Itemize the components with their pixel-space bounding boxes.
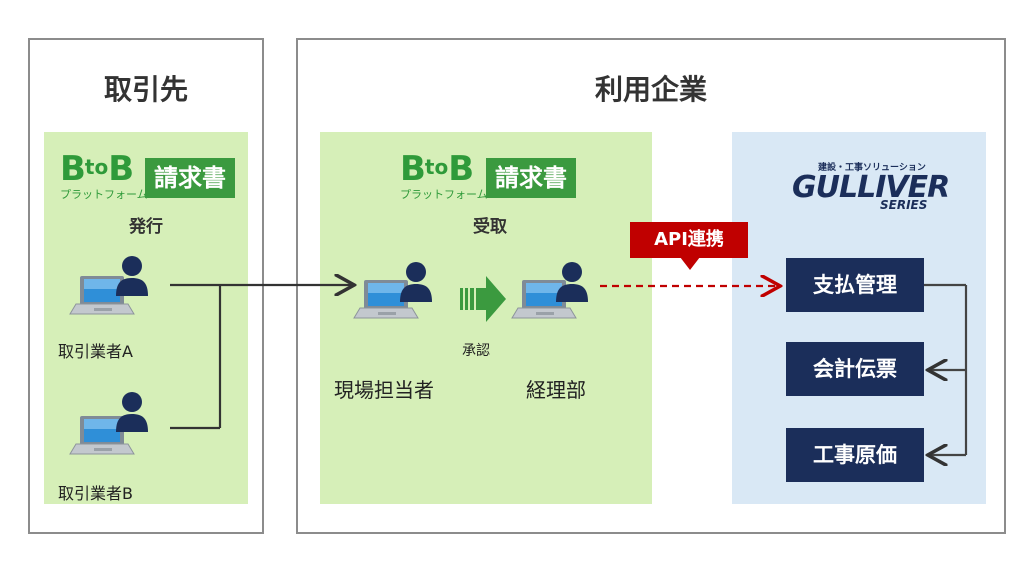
api-badge: API連携 — [630, 222, 748, 258]
gulliver-name: GULLIVER — [792, 170, 950, 205]
api-badge-pointer — [680, 257, 700, 270]
company-panel-title: 利用企業 — [594, 73, 707, 106]
module-connector — [924, 283, 968, 455]
vendor-panel-title: 取引先 — [103, 73, 188, 106]
invoice-badge-receive: 請求書 — [486, 158, 576, 198]
site-staff-label: 現場担当者 — [334, 378, 434, 402]
module-accounting-voucher: 会計伝票 — [786, 342, 924, 396]
vendor-b-label: 取引業者B — [58, 484, 133, 503]
receive-caption: 受取 — [473, 217, 507, 237]
gulliver-tagline: 建設・工事ソリューション — [818, 163, 926, 173]
issue-caption: 発行 — [129, 217, 163, 237]
invoice-badge: 請求書 — [145, 158, 235, 198]
gulliver-logo: 建設・工事ソリューション GULLIVER SERIES — [792, 160, 952, 214]
gulliver-series: SERIES — [880, 198, 928, 212]
accounting-label: 経理部 — [526, 378, 586, 402]
btob-logo-receive: BtoB — [400, 149, 474, 189]
module-payment: 支払管理 — [786, 258, 924, 312]
approve-arrow-icon — [460, 276, 506, 322]
approval-label: 承認 — [462, 343, 490, 359]
vendor-b-person-icon — [116, 392, 148, 432]
btob-logo-sub-receive: プラットフォーム — [400, 188, 488, 201]
vendor-connector — [170, 285, 352, 430]
btob-logo-sub: プラットフォーム — [60, 188, 148, 201]
btob-logo: BtoB — [60, 149, 134, 189]
module-construction-cost: 工事原価 — [786, 428, 924, 482]
vendor-a-label: 取引業者A — [58, 342, 133, 361]
